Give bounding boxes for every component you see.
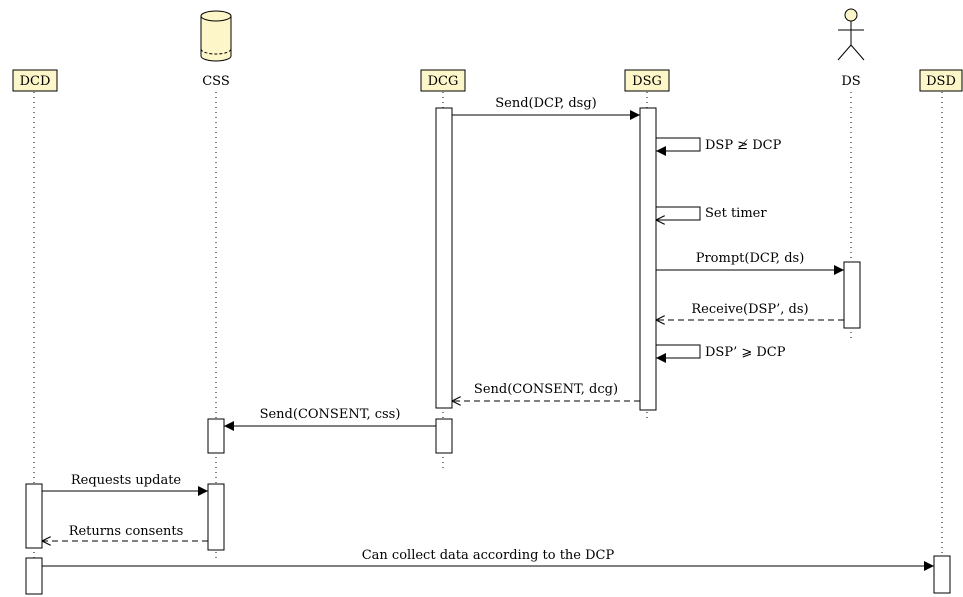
dcg-activation: [435, 107, 453, 409]
message-prompt-dcp-ds-label: Prompt(DCP, ds): [696, 251, 805, 266]
message-send-dcp-dsg-label: Send(DCP, dsg): [495, 96, 597, 111]
message-returns-consents-label: Returns consents: [69, 524, 184, 539]
ds-activation: [843, 261, 861, 329]
css-activation: [207, 418, 225, 454]
message-returns-consents: Returns consents: [42, 524, 208, 541]
dcd-activation-2: [25, 557, 43, 595]
participant-ds: DS: [837, 8, 865, 89]
message-can-collect: Can collect data according to the DCP: [42, 548, 934, 571]
message-prompt-dcp-ds: Prompt(DCP, ds): [656, 251, 844, 275]
self-message-dsp-ge-dcp: DSP’ ⩾ DCP: [656, 344, 786, 363]
message-receive-dsp-ds-label: Receive(DSP’, ds): [691, 302, 808, 317]
participant-dsg-label: DSG: [632, 74, 662, 89]
dcd-activation: [25, 483, 43, 549]
self-message-set-timer-label: Set timer: [705, 206, 767, 221]
dsd-activation: [933, 555, 951, 594]
self-message-dsp-check: DSP ≱ DCP: [656, 137, 782, 156]
participant-ds-label: DS: [841, 74, 860, 89]
participant-dcg-label: DCG: [428, 74, 459, 89]
message-send-consent-css-label: Send(CONSENT, css): [260, 407, 401, 422]
message-requests-update: Requests update: [42, 473, 208, 496]
participant-dsg: DSG: [624, 69, 670, 92]
self-message-dsp-check-label: DSP ≱ DCP: [705, 138, 782, 153]
message-requests-update-label: Requests update: [71, 473, 182, 488]
message-send-consent-css: Send(CONSENT, css): [224, 407, 436, 431]
participant-dcg: DCG: [420, 69, 466, 92]
participant-css-label: CSS: [202, 74, 230, 89]
actor-icon: [837, 8, 865, 61]
participant-dsd: DSD: [919, 69, 963, 92]
participant-dsd-label: DSD: [926, 74, 956, 89]
message-can-collect-label: Can collect data according to the DCP: [362, 548, 615, 563]
dcg-activation-2: [435, 418, 453, 454]
message-receive-dsp-ds: Receive(DSP’, ds): [656, 302, 844, 320]
database-icon: [200, 10, 232, 62]
message-send-dcp-dsg: Send(DCP, dsg): [452, 96, 640, 120]
self-message-dsp-ge-dcp-label: DSP’ ⩾ DCP: [705, 345, 786, 360]
dsg-activation: [639, 107, 657, 411]
participant-css: CSS: [200, 10, 232, 89]
participant-dcd-label: DCD: [20, 74, 51, 89]
message-send-consent-dcg-label: Send(CONSENT, dcg): [474, 382, 618, 397]
css-activation-2: [207, 483, 225, 551]
participant-dcd: DCD: [12, 69, 58, 92]
message-send-consent-dcg: Send(CONSENT, dcg): [452, 382, 640, 401]
self-message-set-timer: Set timer: [656, 206, 767, 221]
